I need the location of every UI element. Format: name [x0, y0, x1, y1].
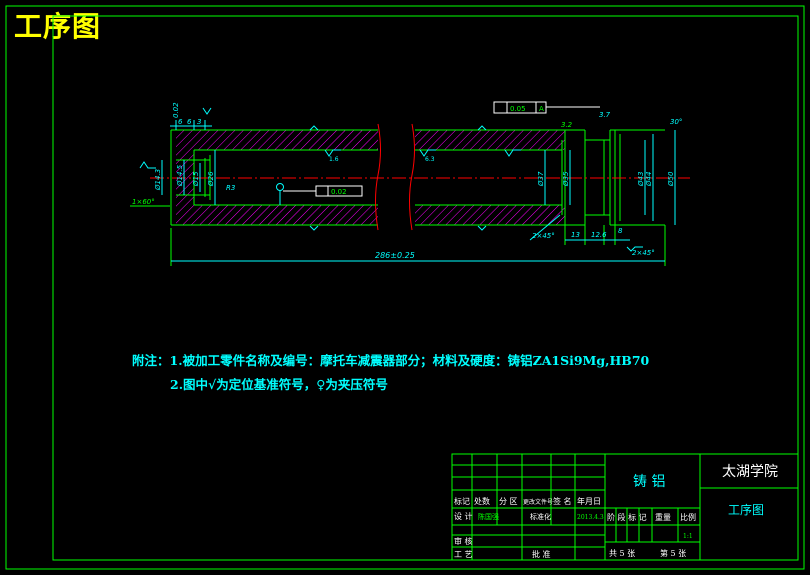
- review-label: 审 核: [454, 536, 473, 546]
- dim-d-left-3: Ø15: [192, 171, 200, 187]
- row-label-0: 标记: [454, 496, 470, 506]
- date: 2013.4.3: [577, 514, 604, 521]
- inner-frame: [52, 15, 799, 561]
- roughness-label-2: 1.6: [329, 156, 339, 163]
- dim-r-left: R3: [226, 184, 235, 192]
- dim-chamfer-right: 2×45°: [632, 249, 655, 257]
- dim-top-left: 6 3 6 0.02: [170, 102, 212, 130]
- scale: 1:1: [683, 533, 693, 540]
- title-block: [451, 453, 799, 561]
- dim-d-right-1: Ø37: [537, 171, 545, 187]
- dim-right-diameters: Ø37 Ø35 Ø43 Ø44 Ø50 2×45° 30° 3.7: [529, 111, 682, 241]
- gdt-frame-mid: 0.02: [276, 183, 363, 205]
- dim-chamfer-c1: 1×60°: [132, 198, 155, 206]
- material: 铸 铝: [633, 474, 665, 490]
- dim-len-8: 8: [618, 227, 623, 235]
- dim-len-6: 6: [178, 118, 183, 126]
- row-label-5: 年月日: [577, 496, 601, 506]
- approve-label: 批 准: [532, 549, 551, 559]
- note-line-1: 附注：1.被加工零件名称及编号：摩托车减震器部分；材料及硬度：铸铝ZA1Si9M…: [132, 350, 649, 369]
- row-label-2: 分 区: [499, 497, 518, 506]
- dim-chamfer-left: 2×45°: [532, 232, 555, 240]
- dim-d-right-2: Ø35: [562, 171, 570, 187]
- designer: 陈国强: [478, 512, 499, 521]
- note-line-2: 2.图中√为定位基准符号，♀为夹压符号: [170, 377, 388, 392]
- gdt-frame-top: 0.05 A: [493, 101, 600, 114]
- weight-label: 重量: [655, 512, 671, 522]
- gdt-top-value: 0.05: [510, 105, 526, 113]
- roughness-label-3: 6.3: [425, 156, 435, 163]
- roughness-marks: [139, 107, 643, 252]
- std-label: 标准化: [530, 512, 551, 521]
- dim-len-3: 3: [197, 118, 201, 126]
- dim-overall-length: 286±0.25: [170, 225, 666, 266]
- dim-ang-30: 30°: [670, 118, 682, 126]
- row-label-4: 签 名: [553, 496, 572, 506]
- row-label-1: 处数: [474, 496, 490, 506]
- dim-bottom-right: 13 12.6 8 2×45°: [564, 225, 655, 257]
- drawing-name: 工序图: [728, 502, 764, 517]
- dim-overall-length-text: 286±0.25: [375, 251, 415, 260]
- dim-left-diameters: Ø14.3 Ø14.5 Ø15 Ø26 R3 1×60°: [130, 150, 235, 207]
- break-line-left: [375, 123, 381, 231]
- dim-d-right-4: Ø44: [645, 172, 653, 187]
- dim-d-left-4: Ø26: [207, 171, 215, 187]
- scale-label: 比例: [680, 512, 696, 522]
- dim-len-13: 13: [571, 231, 580, 239]
- dim-tol-left: 0.02: [172, 102, 180, 118]
- gdt-top-datum: A: [539, 105, 544, 113]
- dim-len-12-6: 12.6: [591, 231, 607, 239]
- stage-label: 阶 段 标 记: [607, 512, 647, 522]
- sheet-no: 第 5 张: [660, 548, 686, 558]
- outer-frame: [5, 5, 805, 570]
- break-line-right: [409, 123, 415, 231]
- dim-3-7: 3.7: [599, 111, 611, 119]
- gdt-mid-value: 0.02: [331, 188, 347, 196]
- design-label: 设 计: [454, 511, 473, 521]
- process-label: 工 艺: [454, 550, 473, 559]
- note-prefix: 附注：: [132, 353, 170, 368]
- title-block-text: 铸 铝 太湖学院 工序图 标记 处数 分 区 更改文件号 签 名 年月日 设 计…: [454, 464, 778, 559]
- sheets-total: 共 5 张: [609, 549, 635, 558]
- part-right-section: [415, 129, 665, 226]
- roughness-label: 3.2: [561, 121, 573, 129]
- dim-len-6-2: 6: [187, 118, 192, 126]
- note-text-1: 1.被加工零件名称及编号：摩托车减震器部分；材料及硬度：铸铝ZA1Si9Mg,H…: [169, 353, 650, 368]
- school-name: 太湖学院: [722, 464, 778, 480]
- dim-d-right-3: Ø43: [637, 172, 645, 187]
- row-label-3: 更改文件号: [523, 498, 553, 506]
- dim-d-left-1: Ø14.3: [154, 169, 162, 191]
- dim-d-right-5: Ø50: [667, 171, 675, 187]
- dim-d-left-2: Ø14.5: [176, 164, 184, 187]
- part-left-section: [170, 129, 378, 226]
